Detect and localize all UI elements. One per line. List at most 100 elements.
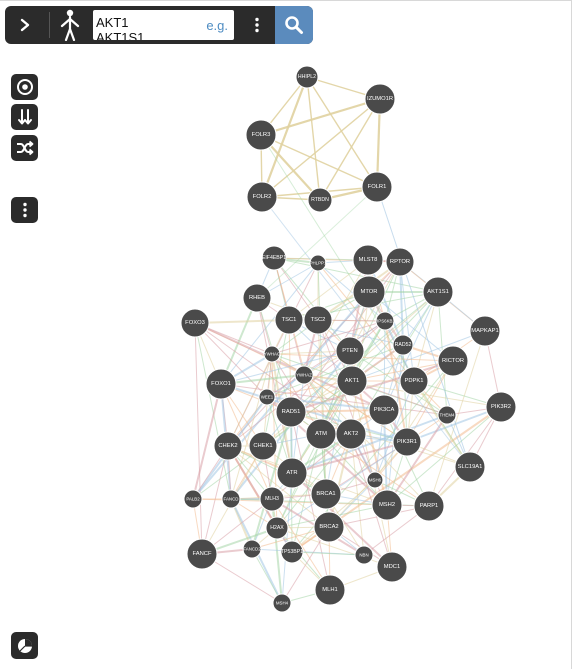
gene-node-izumo1r[interactable]: IZUMO1R [364,83,396,115]
gene-node-eif4ebp1[interactable]: EIF4EBP1 [261,245,287,271]
network-options-button[interactable] [11,197,38,223]
legend-button[interactable] [11,632,38,659]
gene-node-circle[interactable] [265,516,289,540]
gene-node-circle[interactable] [364,83,396,115]
gene-node-circle[interactable] [272,593,292,613]
gene-node-pik3ca[interactable]: PIK3CA [368,394,400,426]
gene-node-pten[interactable]: PTEN [335,336,365,366]
gene-node-circle[interactable] [246,181,278,213]
gene-node-mlh3[interactable]: MLH3 [259,486,285,512]
gene-node-mlh1[interactable]: MLH1 [314,574,346,606]
gene-node-folr2[interactable]: FOLR2 [246,181,278,213]
gene-node-circle[interactable] [413,490,445,522]
gene-node-circle[interactable] [352,244,384,276]
gene-node-pdpk1[interactable]: PDPK1 [399,366,429,396]
gene-node-circle[interactable] [275,396,307,428]
gene-node-circle[interactable] [186,538,218,570]
gene-node-pik3r2[interactable]: PIK3R2 [485,391,517,423]
gene-node-wee1[interactable]: WEE1 [258,388,276,406]
gene-node-mapkap1[interactable]: MAPKAP1 [469,315,501,347]
gene-node-circle[interactable] [485,391,517,423]
gene-node-circle[interactable] [437,345,469,377]
gene-node-tp53bp1[interactable]: TP53BP1 [280,540,304,564]
gene-node-ywhag[interactable]: YWHAG [263,345,281,363]
gene-node-fancd[interactable]: FANCD [221,489,241,509]
organism-selector-button[interactable] [52,6,88,44]
gene-node-circle[interactable] [469,315,501,347]
gene-node-pik3r1[interactable]: PIK3R1 [392,427,422,457]
gene-node-parp1[interactable]: PARP1 [413,490,445,522]
gene-node-circle[interactable] [376,551,408,583]
focus-button[interactable] [11,74,38,100]
gene-node-palb2[interactable]: PALB2 [183,489,203,509]
gene-node-msh2[interactable]: MSH2 [371,489,403,521]
gene-node-rad51[interactable]: RAD51 [275,396,307,428]
gene-node-circle[interactable] [274,305,304,335]
gene-node-rtbdn[interactable]: RTBDN [307,187,333,213]
gene-node-atr[interactable]: ATR [276,457,308,489]
gene-node-rad52[interactable]: RAD52 [392,334,414,356]
gene-node-hhipl2[interactable]: HHIPL2 [295,65,319,89]
gene-node-circle[interactable] [180,308,210,338]
gene-node-circle[interactable] [259,486,285,512]
gene-node-tsc2[interactable]: TSC2 [303,305,333,335]
gene-node-h2ax[interactable]: H2AX [265,516,289,540]
gene-node-circle[interactable] [422,276,454,308]
gene-node-circle[interactable] [368,394,400,426]
gene-node-rictor[interactable]: RICTOR [437,345,469,377]
layout-button[interactable] [11,104,38,130]
gene-node-nbn[interactable]: NBN [354,545,374,565]
gene-node-circle[interactable] [221,489,241,509]
gene-node-circle[interactable] [352,275,386,309]
gene-node-circle[interactable] [261,245,287,271]
gene-node-circle[interactable] [454,451,486,483]
gene-node-atm[interactable]: ATM [305,418,337,450]
gene-node-circle[interactable] [335,336,365,366]
expand-button[interactable] [5,6,45,44]
gene-node-circle[interactable] [213,431,243,461]
gene-node-circle[interactable] [371,489,403,521]
gene-node-circle[interactable] [385,247,415,277]
gene-node-rheb[interactable]: RHEB [242,283,272,313]
gene-node-circle[interactable] [295,65,319,89]
gene-node-foxo3[interactable]: FOXO3 [180,308,210,338]
gene-node-brca2[interactable]: BRCA2 [313,511,345,543]
example-link[interactable]: e.g. [206,18,228,33]
gene-node-tsc1[interactable]: TSC1 [274,305,304,335]
gene-node-circle[interactable] [263,345,281,363]
gene-node-circle[interactable] [392,427,422,457]
gene-node-mtor[interactable]: MTOR [352,275,386,309]
search-button[interactable] [275,6,313,44]
gene-node-circle[interactable] [205,368,237,400]
gene-node-ywhaz[interactable]: YWHAZ [294,365,314,385]
gene-node-chek1[interactable]: CHEK1 [248,431,278,461]
gene-node-circle[interactable] [242,283,272,313]
gene-node-circle[interactable] [399,366,429,396]
gene-node-slc19a1[interactable]: SLC19A1 [454,451,486,483]
gene-node-circle[interactable] [335,418,367,450]
gene-node-fancf[interactable]: FANCF [186,538,218,570]
gene-node-them4[interactable]: THEM4 [437,405,457,425]
gene-node-circle[interactable] [276,457,308,489]
gene-node-circle[interactable] [375,311,395,331]
gene-node-circle[interactable] [392,334,414,356]
gene-node-circle[interactable] [314,574,346,606]
gene-node-chek2[interactable]: CHEK2 [213,431,243,461]
gene-node-folr3[interactable]: FOLR3 [245,119,277,151]
gene-node-phlpp1[interactable]: PHLPP1 [309,254,327,272]
gene-node-rptor[interactable]: RPTOR [385,247,415,277]
gene-node-circle[interactable] [242,539,262,559]
shuffle-button[interactable] [11,135,38,161]
gene-node-akt2[interactable]: AKT2 [335,418,367,450]
gene-node-msh6[interactable]: MSH6 [366,471,384,489]
gene-node-circle[interactable] [294,365,314,385]
gene-node-circle[interactable] [310,478,342,510]
gene-node-circle[interactable] [303,305,333,335]
gene-node-circle[interactable] [280,540,304,564]
gene-node-mdc1[interactable]: MDC1 [376,551,408,583]
gene-node-circle[interactable] [307,187,333,213]
gene-node-akt1s1[interactable]: AKT1S1 [422,276,454,308]
gene-node-brca1[interactable]: BRCA1 [310,478,342,510]
